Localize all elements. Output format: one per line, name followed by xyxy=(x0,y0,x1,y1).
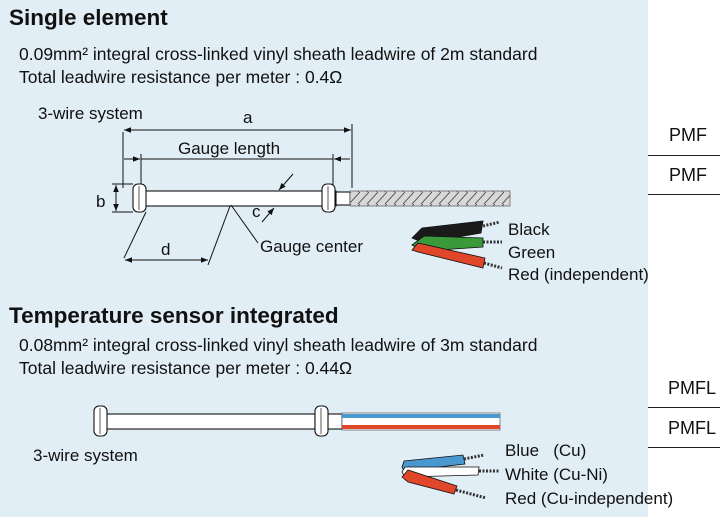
table-divider xyxy=(648,155,720,156)
part-number: PMF xyxy=(669,125,707,145)
wire-label-black: Black xyxy=(508,220,550,239)
wire-label-green: Green xyxy=(508,243,556,262)
part-number: PMF xyxy=(669,165,707,185)
wire-label-white: White (Cu-Ni) xyxy=(505,465,608,484)
single-system-label: 3-wire system xyxy=(38,104,143,123)
single-element-gauge-drawing xyxy=(112,124,511,270)
wire-label-blue: Blue (Cu) xyxy=(505,441,587,460)
table-divider xyxy=(648,194,720,195)
temperature-gauge-drawing xyxy=(93,405,501,500)
dimension-c-label: c xyxy=(252,202,261,221)
wire-label-red: Red (independent) xyxy=(508,265,649,284)
gauge-center-label: Gauge center xyxy=(260,237,364,256)
dimension-b-label: b xyxy=(96,192,106,211)
table-divider xyxy=(648,447,720,448)
gauge-length-label: Gauge length xyxy=(178,139,281,158)
part-number: PMFL xyxy=(668,418,717,438)
single-element-heading: Single element xyxy=(9,5,168,30)
temp-spec-line: 0.08mm² integral cross-linked vinyl shea… xyxy=(19,335,538,355)
part-number: PMFL xyxy=(668,378,717,398)
temp-sensor-heading: Temperature sensor integrated xyxy=(9,303,339,328)
table-divider xyxy=(648,407,720,408)
temp-resistance-line: Total leadwire resistance per meter : 0.… xyxy=(19,358,353,378)
dimension-a-label: a xyxy=(243,108,253,127)
dimension-d-label: d xyxy=(161,240,171,259)
single-resistance-line: Total leadwire resistance per meter : 0.… xyxy=(19,67,343,87)
temp-system-label: 3-wire system xyxy=(33,446,138,465)
wire-label-red-cu: Red (Cu-independent) xyxy=(505,489,674,508)
single-spec-line: 0.09mm² integral cross-linked vinyl shea… xyxy=(19,44,538,64)
